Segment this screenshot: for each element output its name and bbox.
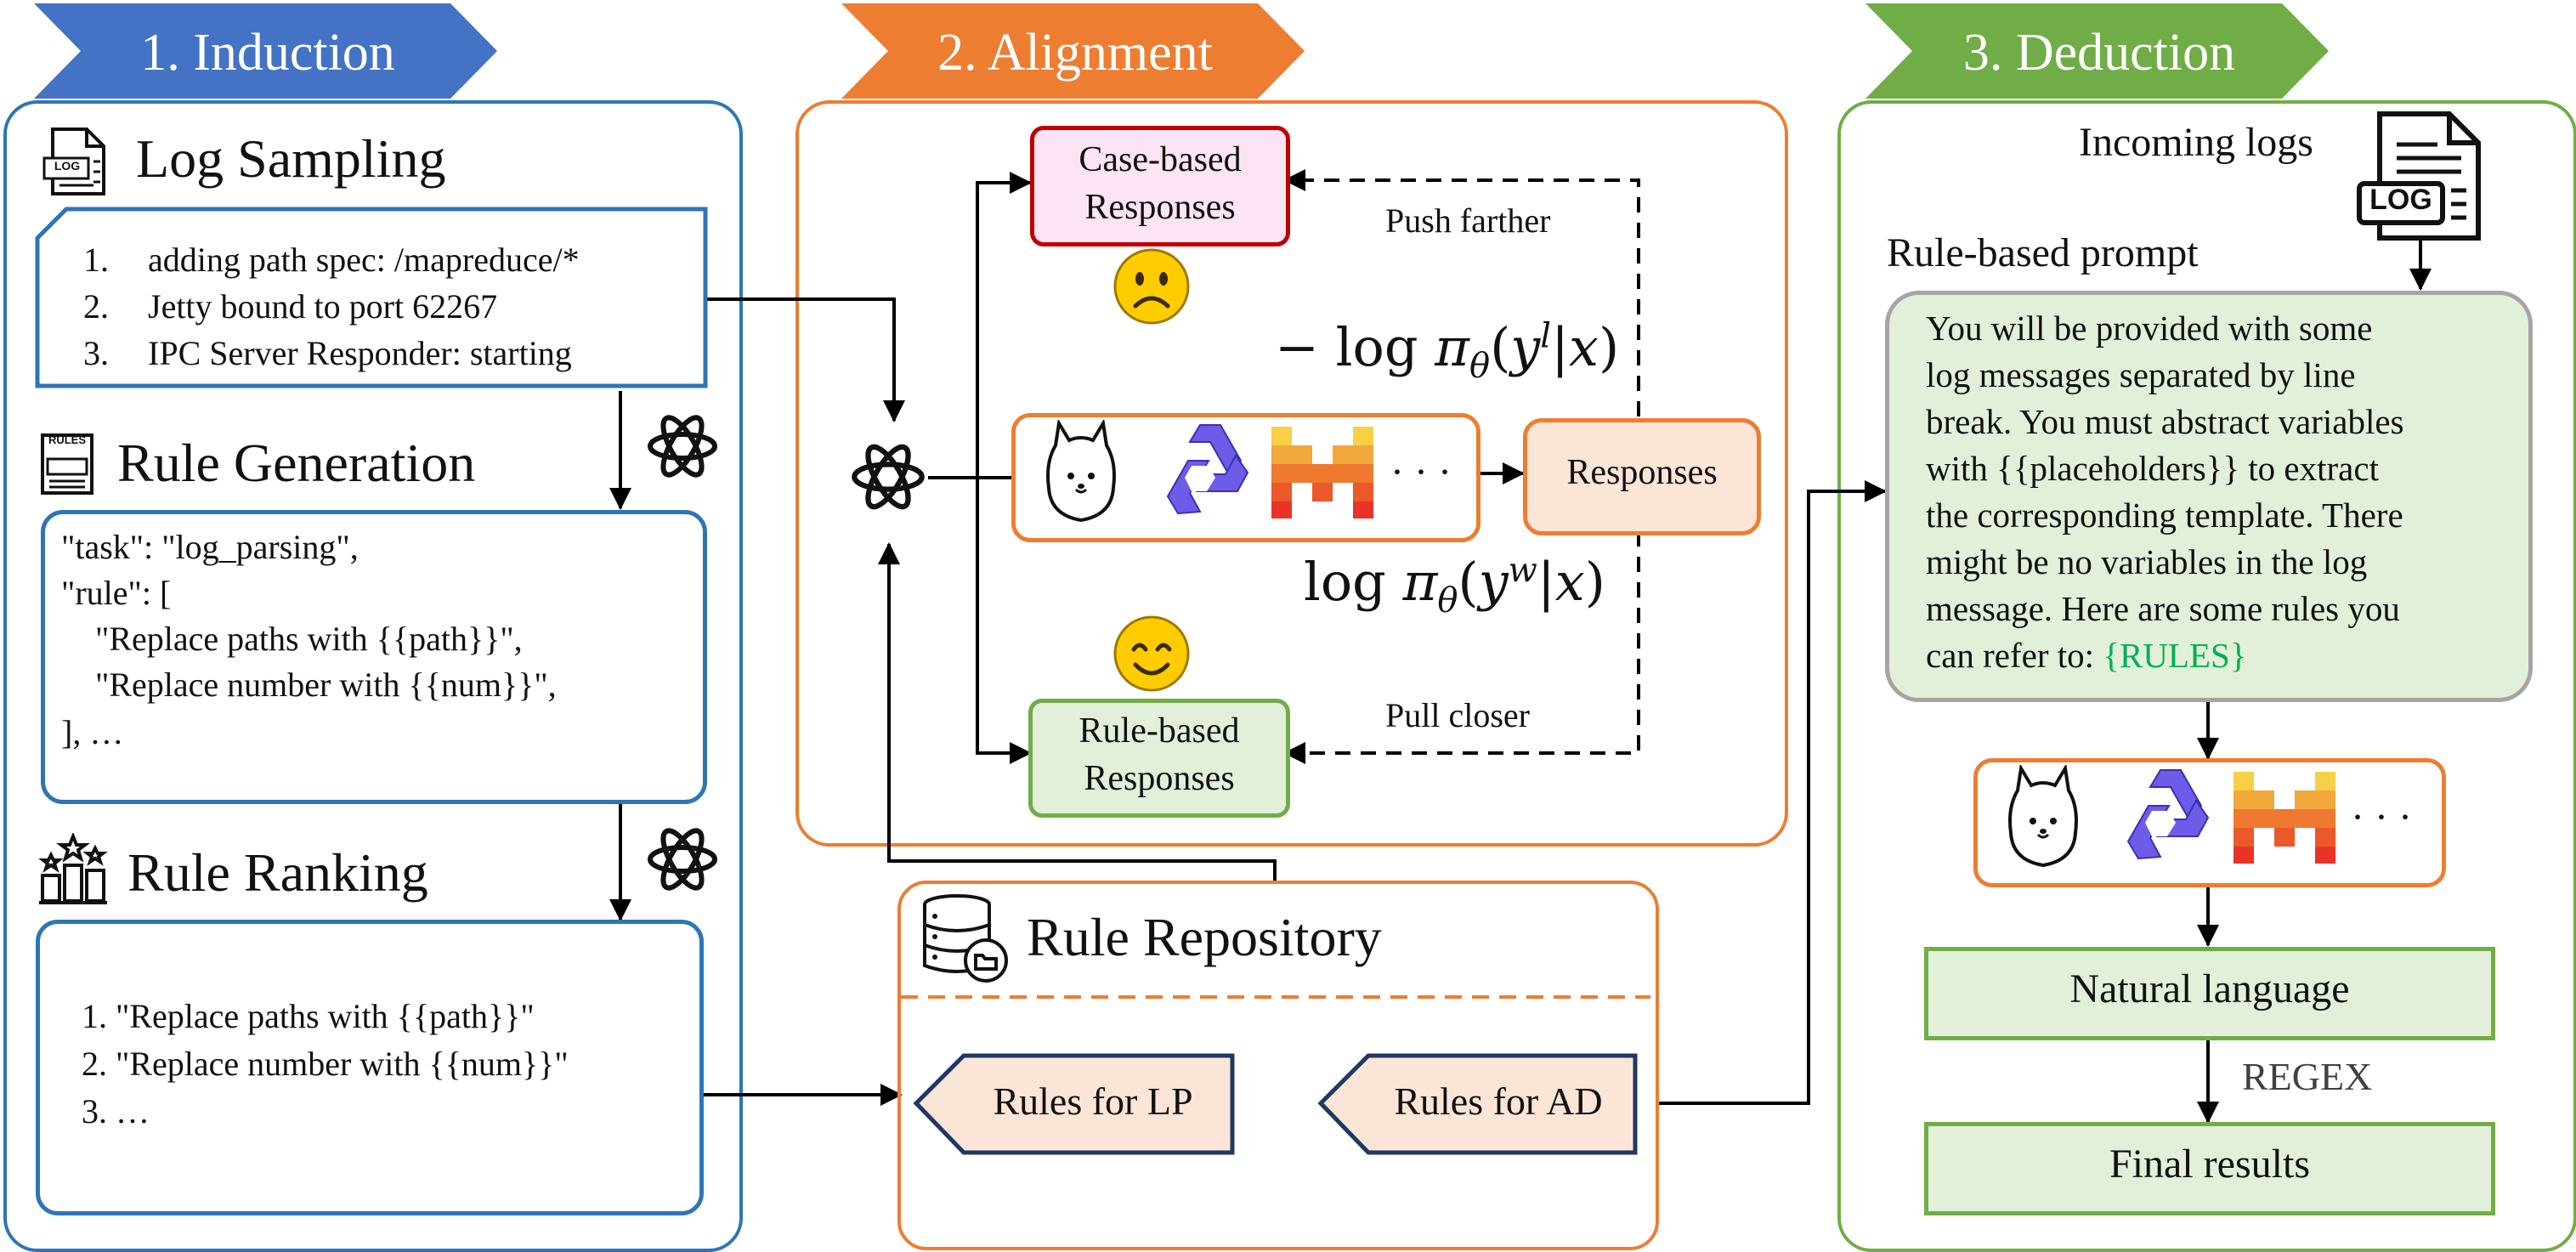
rule-based-label-line: Rule-based <box>1079 711 1240 751</box>
rule-based-prompt-box <box>1885 291 2533 702</box>
openai-icon <box>648 828 717 891</box>
log-line: IPC Server Responder: starting <box>148 334 572 372</box>
responses-label: Responses <box>1566 453 1718 492</box>
stage-label-deduction: 3. Deduction <box>1962 23 2236 82</box>
case-based-responses-box <box>1030 126 1290 246</box>
final-results-label: Final results <box>2109 1142 2310 1187</box>
incoming-log-icon-label: LOG <box>2369 184 2432 216</box>
repository-divider <box>901 995 1650 999</box>
rule-json-line: "task": "log_parsing", <box>61 528 359 566</box>
prompt-line: message. Here are some rules you <box>1926 589 2400 628</box>
llama-model-icon <box>1046 420 1116 523</box>
natural-language-label: Natural language <box>2069 966 2350 1011</box>
stage-label-induction: 1. Induction <box>140 23 395 82</box>
ranked-rule: 1. "Replace paths with {{path}}" <box>82 997 535 1035</box>
rule-ranking-box <box>36 920 704 1215</box>
happy-face-icon <box>1113 615 1190 692</box>
rule-json-line: "Replace number with {{num}}", <box>61 666 557 704</box>
prompt-line: the corresponding template. There <box>1926 496 2403 535</box>
prompt-line: break. You must abstract variables <box>1926 402 2404 441</box>
stage-banners <box>34 3 2329 99</box>
alignment-panel <box>795 100 1788 847</box>
ranked-rule: 3. … <box>82 1092 150 1130</box>
incoming-logs-label: Incoming logs <box>2079 120 2313 165</box>
prompt-line: log messages separated by line <box>1926 355 2356 394</box>
responses-box <box>1523 418 1761 535</box>
negative-log-prob-formula: − log πθ(yl|x) <box>1275 316 1620 386</box>
rule-json-line: "Replace paths with {{path}}", <box>61 620 523 658</box>
ranked-rule: 2. "Replace number with {{num}}" <box>82 1045 569 1083</box>
log-number: 3. <box>83 334 109 372</box>
log-icon-label: LOG <box>54 159 81 173</box>
rule-json-line: "rule": [ <box>61 574 172 612</box>
stage-label-alignment: 2. Alignment <box>937 23 1213 82</box>
final-results-box <box>1924 1122 2495 1215</box>
rule-based-responses-box <box>1028 699 1290 818</box>
mistral-model-icon <box>2233 772 2335 864</box>
rules-lp-tag <box>913 1053 1235 1155</box>
openai-icon <box>648 415 717 478</box>
log-sampling-box <box>35 207 708 388</box>
llama-model-icon <box>2008 765 2078 868</box>
log-number: 2. <box>83 287 109 326</box>
rules-ad-tag <box>1317 1053 1638 1155</box>
log-file-icon <box>42 127 105 195</box>
rules-ad-label: Rules for AD <box>1394 1079 1603 1123</box>
case-based-label-line: Responses <box>1084 188 1236 227</box>
banner-deduction-shape <box>1865 3 2329 99</box>
rule-repository-title: Rule Repository <box>1027 907 1382 967</box>
sad-face-icon <box>1113 248 1190 325</box>
rule-generation-title: Rule Generation <box>117 433 476 493</box>
incoming-log-file-icon <box>2357 111 2481 241</box>
more-models-ellipsis: · · · <box>1390 450 1452 495</box>
log-number: 1. <box>83 241 109 279</box>
rules-icon-label: RULES <box>48 433 87 446</box>
openai-icon <box>852 444 925 510</box>
rule-generation-box <box>41 510 707 804</box>
rules-lp-label: Rules for LP <box>993 1079 1193 1123</box>
mistral-model-icon <box>1271 427 1373 518</box>
more-models-ellipsis: · · · <box>2351 795 2412 840</box>
regex-label: REGEX <box>2242 1055 2373 1098</box>
rule-based-prompt-title: Rule-based prompt <box>1887 230 2199 275</box>
positive-log-prob-formula: log πθ(yw|x) <box>1304 551 1605 620</box>
prompt-line: You will be provided with some <box>1926 309 2373 348</box>
log-sampling-title: Log Sampling <box>136 128 446 189</box>
qwen-model-icon <box>2126 769 2210 860</box>
prompt-line: can refer to: <box>1926 636 2103 675</box>
log-line: adding path spec: /mapreduce/* <box>148 241 580 279</box>
rules-placeholder-token: {RULES} <box>2103 636 2247 675</box>
deduction-llm-models-box <box>1973 758 2446 887</box>
prompt-line: might be no variables in the log <box>1926 542 2368 581</box>
log-line: Jetty bound to port 62267 <box>148 287 498 326</box>
natural-language-box <box>1924 947 2495 1040</box>
push-farther-label: Push farther <box>1385 201 1551 240</box>
qwen-model-icon <box>1166 424 1249 515</box>
case-based-label-line: Case-based <box>1079 140 1242 179</box>
rule-repository-panel <box>897 881 1659 1250</box>
database-icon <box>923 894 1008 983</box>
pull-closer-label: Pull closer <box>1385 696 1530 734</box>
rules-doc-icon <box>41 433 93 495</box>
prompt-line-last: can refer to: {RULES} <box>1926 635 2247 676</box>
ranking-icon <box>38 833 108 904</box>
llm-models-box <box>1011 413 1480 542</box>
rule-ranking-title: Rule Ranking <box>127 842 428 903</box>
prompt-line: with {{placeholders}} to extract <box>1926 449 2379 488</box>
banner-alignment-shape <box>841 3 1305 99</box>
rule-based-label-line: Responses <box>1084 759 1235 798</box>
rule-json-line: ], … <box>61 713 124 751</box>
banner-induction-shape <box>34 3 497 99</box>
